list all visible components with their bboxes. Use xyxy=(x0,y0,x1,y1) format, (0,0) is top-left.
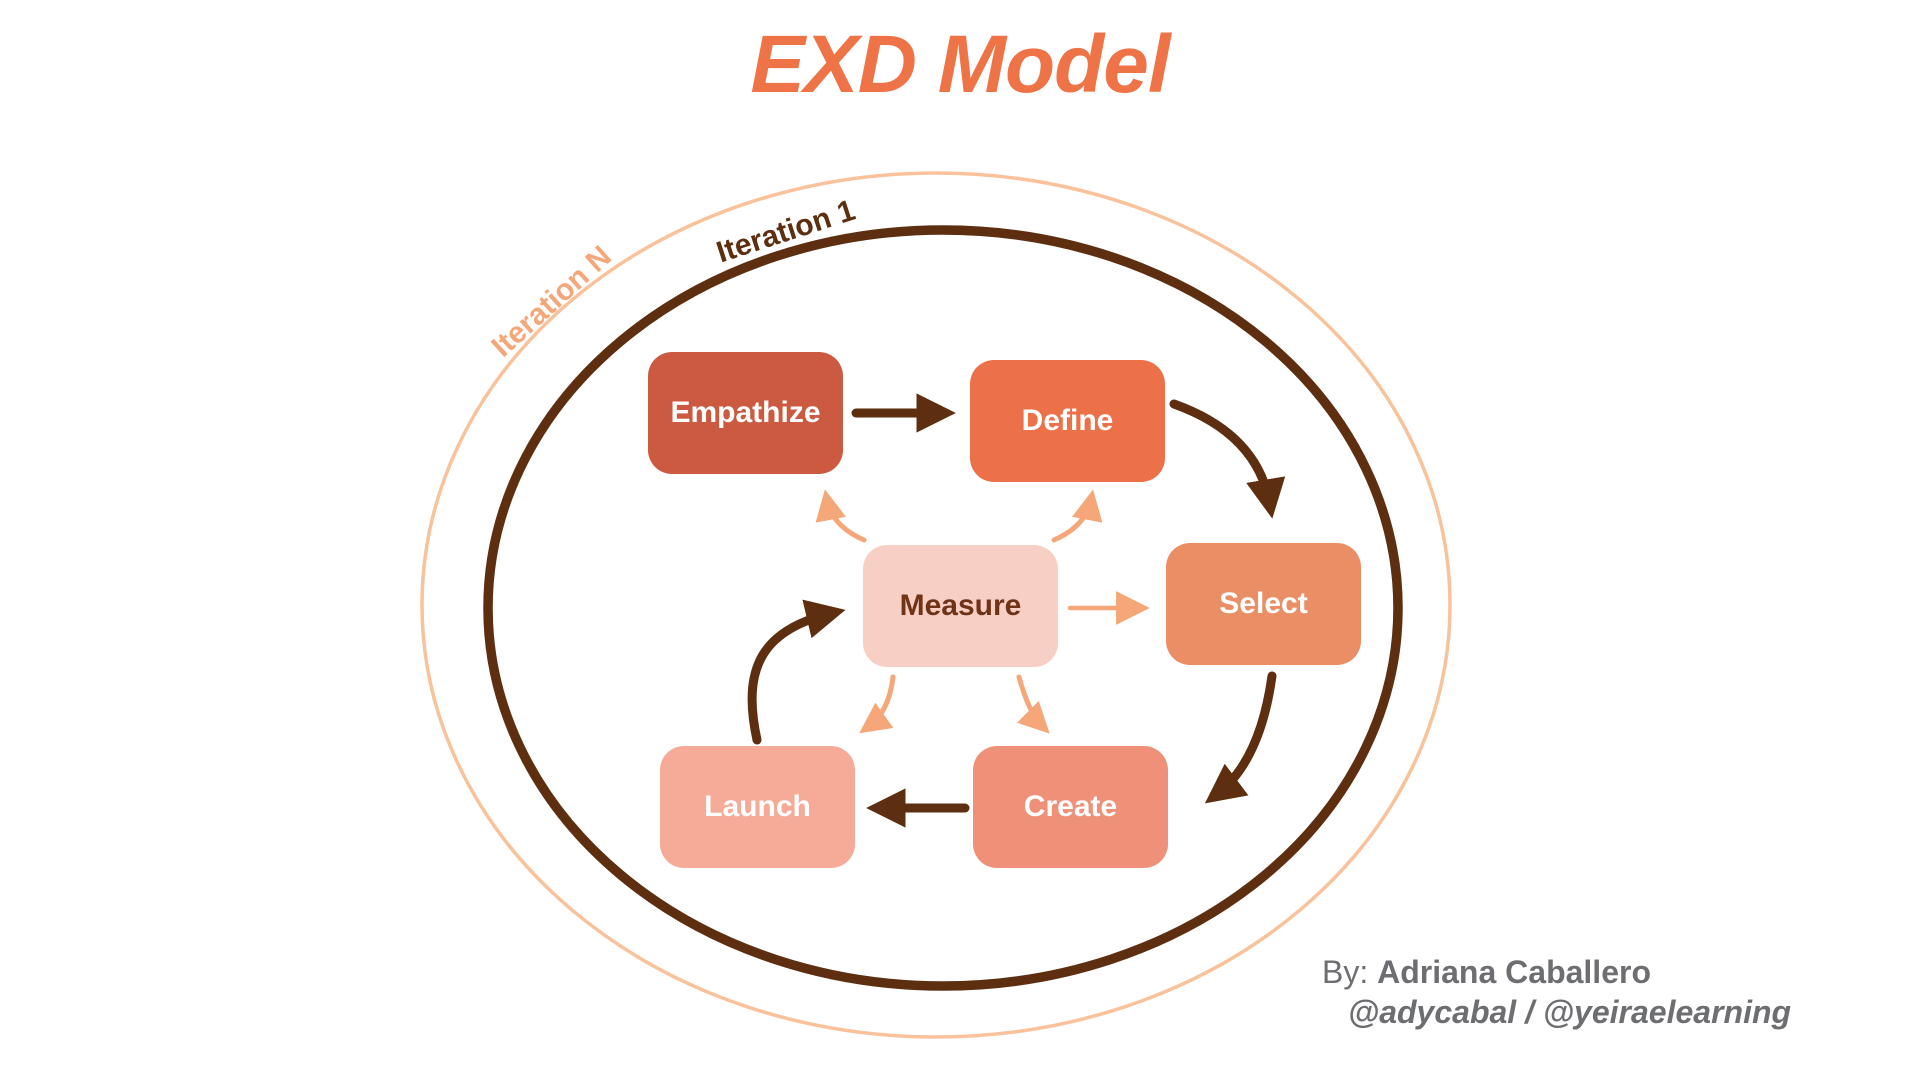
arrow-select-to-create xyxy=(1204,671,1277,804)
arrow-launch-to-measure xyxy=(747,599,846,745)
inner-iteration-ellipse xyxy=(483,225,1403,991)
stage-select-box: Select xyxy=(1166,543,1361,665)
stage-launch-box: Launch xyxy=(660,746,855,868)
outer-iteration-ellipse xyxy=(420,171,1452,1039)
attribution: By: Adriana Caballero @adycabal / @yeira… xyxy=(1322,952,1791,1032)
stage-define-box: Define xyxy=(970,360,1165,482)
arrow-measure-to-launch xyxy=(859,674,896,734)
stage-measure-box: Measure xyxy=(863,545,1058,667)
arrow-measure-to-create xyxy=(1016,674,1050,734)
attribution-author: Adriana Caballero xyxy=(1377,954,1651,990)
attribution-author-line: By: Adriana Caballero xyxy=(1322,952,1791,992)
stage-empathize-box: Empathize xyxy=(648,352,843,474)
arrow-measure-to-define xyxy=(1051,489,1103,543)
attribution-by-label: By: xyxy=(1322,954,1369,990)
page-title: EXD Model xyxy=(750,19,1170,110)
arrow-define-to-select xyxy=(1169,399,1286,519)
stage-create-box: Create xyxy=(973,746,1168,868)
arrow-measure-to-empathize xyxy=(815,489,867,543)
attribution-handles: @adycabal / @yeiraelearning xyxy=(1348,994,1792,1030)
